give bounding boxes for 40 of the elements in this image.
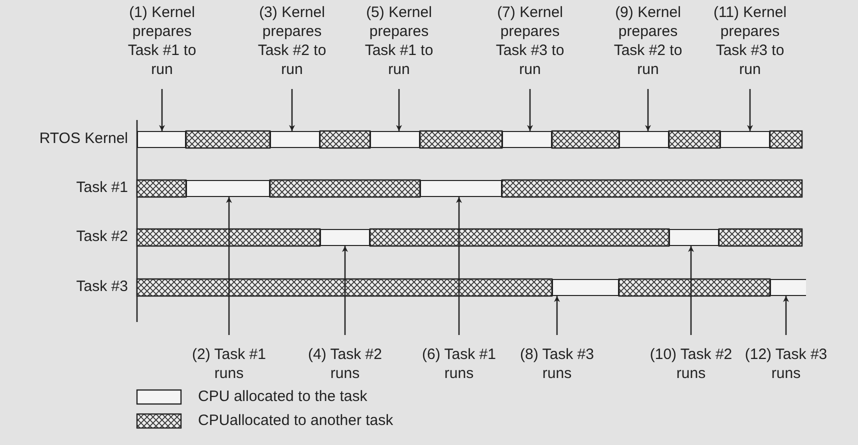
cpu-time-segment <box>420 180 502 197</box>
arrow <box>342 246 348 335</box>
arrow <box>645 89 651 131</box>
annotation-text: (6) Task #1 runs <box>409 345 509 383</box>
annotation-text: (7) Kernel prepares Task #3 to run <box>492 3 568 79</box>
row-label: Task #3 <box>76 278 128 296</box>
legend-text: CPUallocated to another task <box>198 412 394 430</box>
arrow <box>554 296 560 335</box>
arrow <box>688 246 694 335</box>
cpu-time-segment <box>137 131 186 148</box>
arrow <box>783 296 789 335</box>
cpu-time-segment <box>552 279 619 296</box>
cpu-time-segment <box>770 279 806 296</box>
cpu-time-segment <box>370 131 420 148</box>
arrow <box>226 197 232 335</box>
annotation-text: (1) Kernel prepares Task #1 to run <box>124 3 200 79</box>
annotation-text: (5) Kernel prepares Task #1 to run <box>361 3 437 79</box>
arrow <box>396 89 402 131</box>
arrow <box>159 89 165 131</box>
row-label: Task #2 <box>76 228 128 246</box>
annotation-text: (9) Kernel prepares Task #2 to run <box>610 3 686 79</box>
annotation-text: (4) Task #2 runs <box>295 345 395 383</box>
row-label: RTOS Kernel <box>39 130 128 148</box>
arrow <box>747 89 753 131</box>
cpu-time-segment <box>270 131 320 148</box>
cpu-time-segment <box>720 131 770 148</box>
arrow <box>289 89 295 131</box>
annotation-text: (3) Kernel prepares Task #2 to run <box>254 3 330 79</box>
cpu-time-segment <box>619 131 669 148</box>
cpu-time-segment <box>320 229 370 246</box>
legend-text: CPU allocated to the task <box>198 388 368 406</box>
cpu-time-segment <box>186 180 270 197</box>
annotation-text: (11) Kernel prepares Task #3 to run <box>708 3 792 79</box>
arrow <box>456 197 462 335</box>
annotation-text: (2) Task #1 runs <box>179 345 279 383</box>
arrow <box>527 89 533 131</box>
row-label: Task #1 <box>76 179 128 197</box>
cpu-time-segment <box>502 131 552 148</box>
cpu-time-segment <box>669 229 719 246</box>
annotation-text: (8) Task #3 runs <box>507 345 607 383</box>
